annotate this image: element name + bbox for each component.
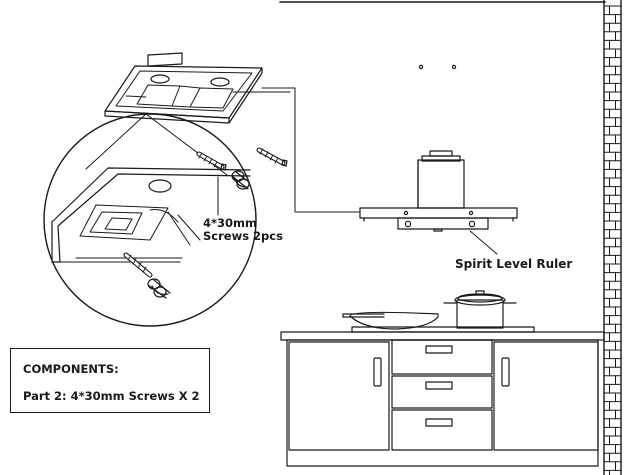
wall-anchor-upper <box>231 170 250 190</box>
cabinet-body <box>286 339 599 467</box>
components-title: COMPONENTS: <box>23 362 119 376</box>
magnifier-circle <box>43 113 257 327</box>
cooking-pot <box>443 290 517 329</box>
screw-size-label: 4*30mm Screws 2pcs <box>203 217 283 243</box>
screw-size-line: 4*30mm <box>203 216 257 230</box>
screw-count-line: Screws 2pcs <box>203 229 283 243</box>
screw-magnified <box>123 252 153 278</box>
wall-anchor-magnified <box>147 278 171 299</box>
spirit-level-ruler-label: Spirit Level Ruler <box>455 257 573 271</box>
ruler-label-leader <box>469 230 498 255</box>
cabinet-door-right <box>493 341 599 451</box>
spirit-level-ruler <box>359 207 518 222</box>
components-part: Part 2: 4*30mm Screws X 2 <box>23 389 200 403</box>
cabinet-door-left <box>288 341 390 451</box>
screw-upper-2 <box>256 147 288 167</box>
screw-upper-1 <box>196 151 227 171</box>
hood-unit <box>104 52 263 124</box>
brick-wall <box>603 0 622 475</box>
wall-mounting-holes <box>418 64 457 70</box>
countertop <box>280 331 605 341</box>
magnified-hood-detail <box>51 167 251 263</box>
reference-lines <box>232 87 361 213</box>
chimney-cover <box>417 150 465 209</box>
components-box: COMPONENTS: Part 2: 4*30mm Screws X 2 <box>10 348 210 413</box>
cabinet-drawers <box>391 339 493 451</box>
hood-body-wall <box>397 217 489 232</box>
